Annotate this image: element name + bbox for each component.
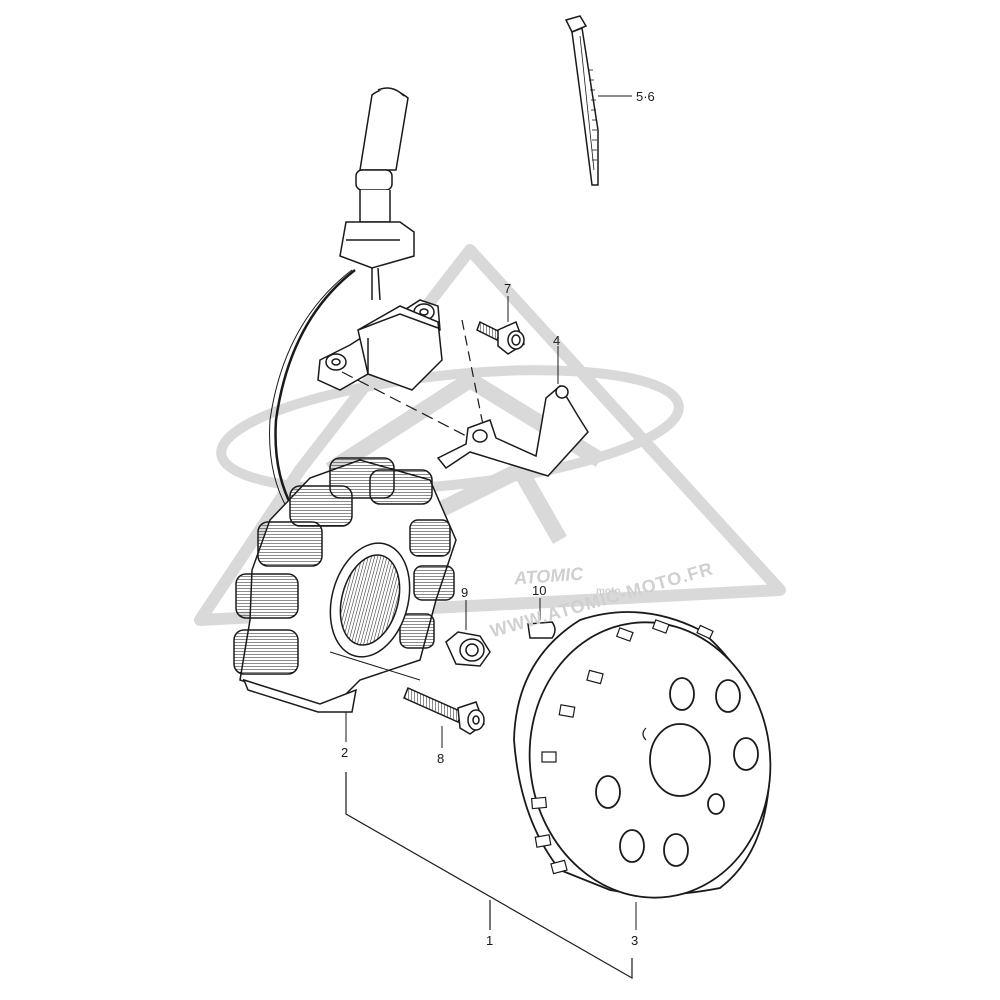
- callout-2: 2: [341, 745, 349, 760]
- bolt-8: [403, 686, 485, 748]
- callout-9: 9: [461, 585, 469, 600]
- callout-7: 7: [504, 281, 512, 296]
- bolt-7: [476, 296, 525, 355]
- callout-10: 10: [532, 583, 547, 598]
- assembly-bracket: [345, 772, 633, 980]
- wire-harness: [269, 87, 415, 523]
- callout-5-6: 5·6: [636, 89, 655, 104]
- stator: [233, 457, 457, 713]
- cable-tie: [564, 15, 632, 186]
- nut-9: [445, 600, 491, 667]
- callout-1: 1: [486, 933, 494, 948]
- flywheel-rotor: [513, 611, 772, 899]
- key-10: [527, 598, 556, 639]
- callout-4: 4: [553, 333, 561, 348]
- bracket-4: [436, 346, 589, 477]
- callout-8: 8: [437, 751, 445, 766]
- callout-3: 3: [631, 933, 639, 948]
- pickup-coil: [317, 299, 443, 391]
- watermark-brand-sub: moto: [596, 586, 621, 597]
